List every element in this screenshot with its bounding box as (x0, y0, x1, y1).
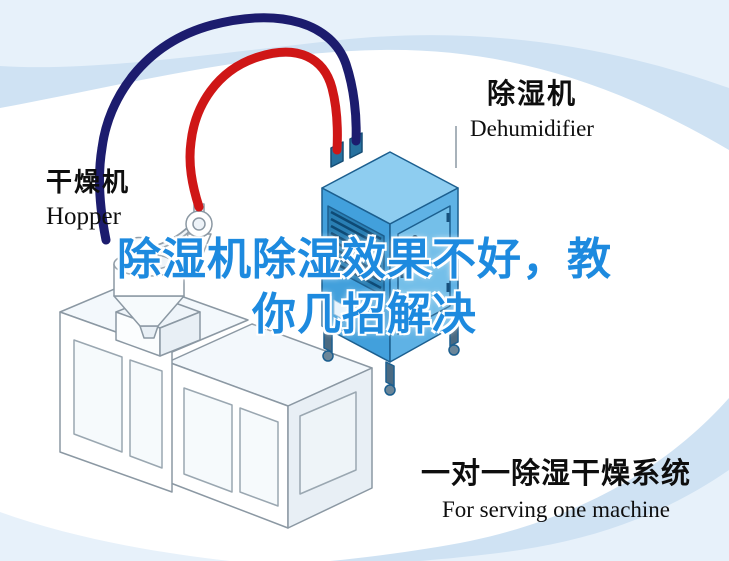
dehumidifier-label: 除湿机 Dehumidifier (452, 72, 612, 142)
hopper-pedestal-side (159, 311, 201, 357)
machine-panel (129, 359, 163, 469)
dehumidifier-machine (321, 132, 460, 396)
return-air-pipe-navy (95, 13, 361, 245)
headline: 除湿机除湿效果不好，教 你几招解决 (0, 232, 729, 342)
bottom-right-wave-outer (330, 398, 729, 561)
loader-cap-top (127, 236, 151, 248)
dehumidifier-label-cn: 除湿机 (486, 78, 577, 109)
machine-panel (73, 339, 123, 453)
vent-panel (327, 205, 385, 297)
hopper-funnel (113, 225, 193, 339)
indicator-light (404, 240, 410, 246)
dryer-label: 干燥机 Hopper (46, 162, 130, 231)
machine-panel (183, 387, 233, 493)
headline-line1: 除湿机除湿效果不好，教 (117, 235, 612, 284)
headline-line2: 你几招解决 (252, 290, 477, 339)
rating-sticker (333, 299, 353, 325)
system-caption: 一对一除湿干燥系统 For serving one machine (408, 450, 704, 523)
indicator-light (412, 235, 418, 241)
dry-air-pipe-red (185, 47, 342, 212)
caption-en: For serving one machine (441, 497, 671, 522)
caption-cn: 一对一除湿干燥系统 (420, 458, 691, 490)
machine-panel (239, 407, 279, 507)
vent-slats (330, 210, 382, 290)
door-hinges (400, 213, 450, 292)
machine-panel (299, 391, 357, 495)
cyclone-drop-tube (189, 255, 199, 269)
dehumidifier-label-en: Dehumidifier (470, 116, 594, 141)
bottom-left-wave (0, 512, 230, 561)
top-wave-inner (0, 0, 729, 88)
cyclone-separator (185, 203, 213, 269)
cyclone-fan-hub (192, 217, 206, 231)
bottom-right-wave-inner (420, 470, 729, 561)
dryer-label-cn: 干燥机 (46, 167, 131, 197)
dryer-label-en: Hopper (46, 203, 121, 230)
side-door (397, 205, 451, 335)
dryer-machine (59, 279, 373, 529)
